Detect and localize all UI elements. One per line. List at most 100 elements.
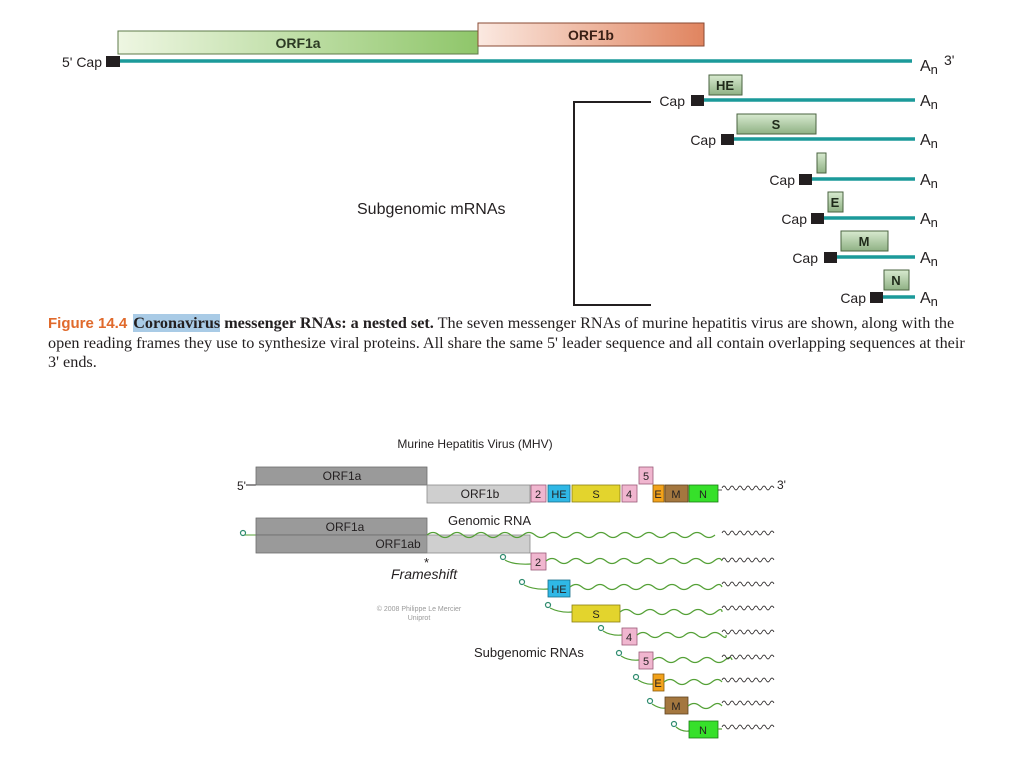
sgrna-e: E: [632, 673, 775, 692]
subgenomic-bracket: [573, 101, 651, 306]
gene-he: [547, 579, 571, 598]
orf1ab-label: ORF1ab: [375, 537, 421, 551]
gene-2: [530, 484, 547, 503]
poly-a-tail: [721, 724, 775, 730]
rna-wave: [636, 631, 727, 639]
rna-wave: [663, 678, 723, 686]
rna-wave: [619, 608, 723, 616]
cap-label: Cap: [781, 211, 807, 227]
cap-circle: [646, 697, 654, 705]
frameshift-asterisk: *: [424, 555, 429, 570]
leader: [675, 726, 690, 732]
leader: [602, 630, 623, 636]
gene-s: [571, 604, 621, 623]
orf1a-label: ORF1a: [323, 469, 362, 483]
gene-e: [652, 484, 665, 503]
poly-a-tail: [721, 485, 775, 491]
gene-label: E: [654, 489, 661, 501]
sgrna-he: HE: [518, 578, 775, 598]
orf1a-label: ORF1a: [326, 520, 365, 534]
uniprot-text: Uniprot: [408, 615, 431, 622]
poly-a-label: An: [920, 211, 938, 230]
rna-wave: [569, 583, 723, 591]
sgrna-4: 4: [597, 624, 775, 646]
cap-square: [106, 56, 120, 67]
poly-a-tail: [721, 605, 775, 611]
cap-circle: [239, 529, 247, 537]
genomic-rna-label: Genomic RNA: [448, 513, 531, 528]
subgenomic-mrna-he: Cap HE An: [659, 74, 938, 112]
rna-wave: [687, 702, 723, 710]
subgenomic-rna-label: Subgenomic RNAs: [474, 645, 584, 660]
gene-n: [688, 720, 719, 739]
orf1a-block: [255, 517, 428, 536]
orf1a-block: [255, 466, 428, 486]
gene-label: 4: [626, 632, 632, 644]
orf1ab-block-light: [426, 534, 531, 554]
gene-box-m: [840, 230, 889, 252]
rna-wave: [652, 656, 733, 664]
gene-label: 5: [643, 656, 649, 668]
caption-highlight: Coronavirus: [133, 314, 221, 332]
subgenomic-mrna-s: Cap S An: [690, 113, 938, 151]
gene-label: E: [654, 678, 661, 690]
leader: [651, 703, 666, 709]
leader: [523, 584, 549, 590]
gene-box-s: [736, 113, 817, 135]
gene-box-n: [883, 269, 910, 291]
gene-box-small: [816, 152, 827, 174]
leader: [549, 607, 573, 613]
leader: [637, 679, 654, 685]
cap-square: [870, 292, 883, 303]
orf1ab-block-dark: [255, 534, 428, 554]
rna-wave: [545, 557, 723, 565]
gene-label: HE: [551, 489, 566, 501]
gene-5: [638, 651, 654, 670]
poly-a-tail: [721, 654, 775, 660]
gene-label: M: [671, 701, 680, 713]
cap-label: Cap: [840, 290, 866, 306]
five-prime-label: 5': [237, 479, 246, 493]
gene-e: [652, 673, 665, 692]
poly-a-label: An: [920, 93, 938, 112]
orf1b-box: [477, 22, 705, 47]
frameshift-label: Frameshift: [391, 566, 458, 582]
gene-5: [638, 466, 654, 485]
poly-a-label: An: [920, 250, 938, 269]
gene-s: [571, 484, 621, 503]
gene-he: [547, 484, 571, 503]
poly-a-tail: [721, 530, 775, 536]
cap-square: [824, 252, 837, 263]
cap-label: Cap: [769, 172, 795, 188]
gene-4: [621, 484, 638, 503]
five-cap-label: 5' Cap: [62, 54, 102, 70]
gene-label: 4: [626, 489, 632, 501]
cap-label: Cap: [690, 132, 716, 148]
caption-title: messenger RNAs: a nested set.: [220, 314, 434, 332]
cap-square: [799, 174, 812, 185]
cap-square: [811, 213, 824, 224]
gene-label: M: [671, 489, 680, 501]
gene-n: [688, 484, 719, 503]
subgenomic-mrna-e: Cap E An: [781, 191, 938, 230]
gene-label: HE: [716, 78, 734, 93]
cap-circle: [544, 601, 552, 609]
cap-circle: [597, 624, 605, 632]
figure-number: Figure 14.4: [48, 315, 128, 332]
leader: [620, 655, 640, 661]
gene-box-he: [708, 74, 743, 96]
gene-2: [530, 552, 547, 571]
gene-label: M: [859, 234, 870, 249]
sgrna-s: S: [544, 601, 775, 623]
poly-a-label: An: [920, 132, 938, 151]
figure-caption: Figure 14.4 Coronavirus messenger RNAs: a…: [48, 314, 968, 373]
poly-a-tail: [721, 629, 775, 635]
gene-4: [621, 627, 638, 646]
mhv-title: Murine Hepatitis Virus (MHV): [397, 437, 552, 451]
gene-label: S: [592, 609, 599, 621]
leader: [504, 559, 532, 565]
subgenomic-mrna-small: Cap An: [769, 152, 938, 191]
cap-square: [721, 134, 734, 145]
sgrna-m: M: [646, 696, 775, 715]
poly-a-tail: [721, 700, 775, 706]
